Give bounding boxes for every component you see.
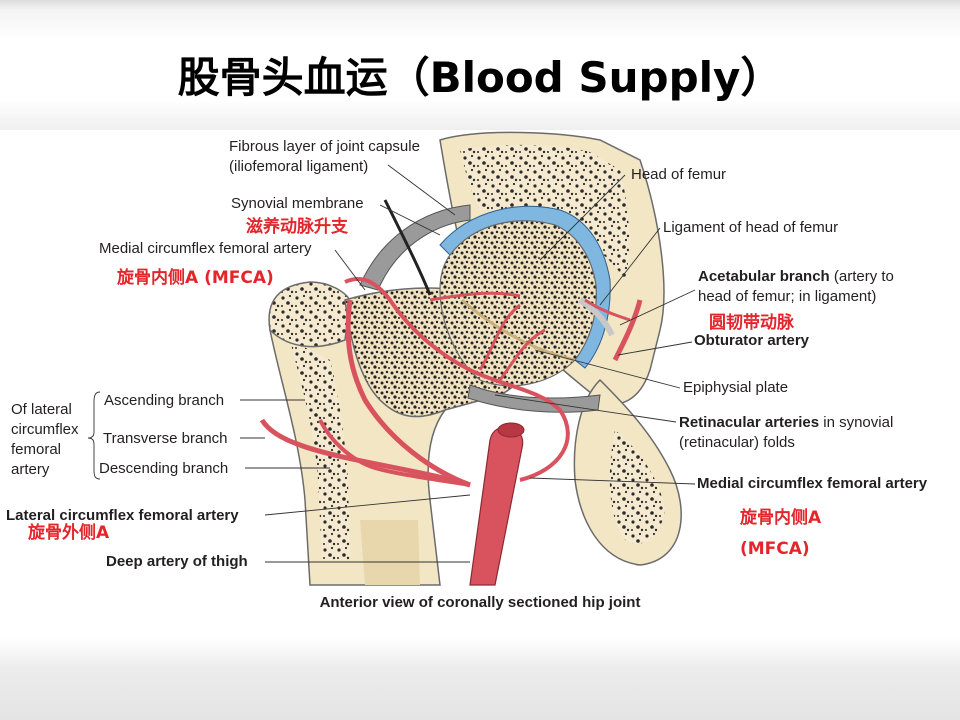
- label-obturator-artery: Obturator artery: [694, 332, 810, 349]
- deep-artery-lumen: [497, 422, 525, 438]
- retinacular-artery-3: [429, 291, 521, 302]
- obturator-artery: [612, 299, 643, 362]
- retinacular-artery-2: [498, 328, 546, 381]
- label-descending-branch: Descending branch: [99, 460, 229, 477]
- label-fibrous-layer: Fibrous layer of joint capsule: [229, 138, 420, 155]
- greater-trochanter: [268, 281, 351, 348]
- annotation-mfca-top: 旋骨内侧A (MFCA): [117, 268, 274, 288]
- label-retinacular-arteries: Retinacular arteries in synovial: [679, 413, 893, 432]
- label-medial-circumflex-bottom: Medial circumflex femoral artery: [697, 475, 928, 492]
- transverse-branch-artery: [259, 418, 471, 488]
- slide-top-band: [0, 0, 960, 130]
- label-retinacular-rest: in synovial: [819, 414, 894, 431]
- annotation-mfca-bottom-2: (MFCA): [740, 539, 810, 559]
- descending-branch-artery: [318, 419, 471, 487]
- annotation-mfca-bottom-1: 旋骨内侧A: [740, 508, 822, 528]
- acetabular-branch-artery: [584, 298, 631, 322]
- joint-capsule: [359, 204, 471, 291]
- annotation-ligament-artery-cn: 圆韧带动脉: [709, 313, 794, 333]
- label-acetabular-branch-2: head of femur; in ligament): [698, 288, 877, 305]
- label-of-lateral-4: artery: [11, 461, 50, 478]
- label-head-of-femur: Head of femur: [631, 166, 727, 183]
- annotation-lfca-cn: 旋骨外侧A: [28, 523, 110, 543]
- ascending-branch-artery: [345, 299, 471, 488]
- ischium-spongy: [609, 430, 665, 544]
- annotation-ascending-branch-cn: 滋养动脉升支: [246, 217, 348, 237]
- label-epiphysial-plate: Epiphysial plate: [683, 379, 789, 396]
- medial-circumflex-artery: [344, 277, 570, 482]
- epiphysial-plate: [461, 298, 576, 362]
- label-acetabular-branch-bold: Acetabular branch: [698, 268, 830, 285]
- label-of-lateral-2: circumflex: [11, 421, 79, 438]
- label-retinacular-bold: Retinacular arteries: [679, 414, 820, 431]
- label-of-lateral-3: femoral: [11, 441, 62, 458]
- label-deep-artery: Deep artery of thigh: [106, 553, 248, 570]
- label-fibrous-layer-2: (iliofemoral ligament): [229, 158, 369, 175]
- label-transverse-branch: Transverse branch: [103, 430, 228, 447]
- label-ascending-branch: Ascending branch: [104, 392, 225, 409]
- label-acetabular-branch: Acetabular branch (artery to: [698, 267, 894, 286]
- leader-lines: [87, 164, 696, 563]
- ligament-of-head: [578, 297, 615, 337]
- slide-title: 股骨头血运（Blood Supply）: [177, 53, 783, 102]
- diagram-caption: Anterior view of coronally sectioned hip…: [319, 594, 641, 611]
- femoral-head: [439, 220, 597, 387]
- retinacular-artery-1: [478, 303, 521, 371]
- label-synovial-membrane: Synovial membrane: [231, 195, 364, 212]
- label-ligament-of-head: Ligament of head of femur: [663, 219, 839, 236]
- label-of-lateral-1: Of lateral: [11, 401, 72, 418]
- label-medial-circumflex-top: Medial circumflex femoral artery: [99, 240, 312, 257]
- label-acetabular-branch-rest: (artery to: [829, 268, 894, 285]
- label-lateral-circumflex: Lateral circumflex femoral artery: [6, 507, 239, 524]
- deep-artery-of-thigh: [469, 426, 524, 586]
- label-retinacular-2: (retinacular) folds: [679, 434, 795, 451]
- slide-bottom-band: [0, 638, 960, 720]
- femur-shaft-spongy-2: [360, 520, 420, 585]
- synovial-membrane: [383, 199, 432, 296]
